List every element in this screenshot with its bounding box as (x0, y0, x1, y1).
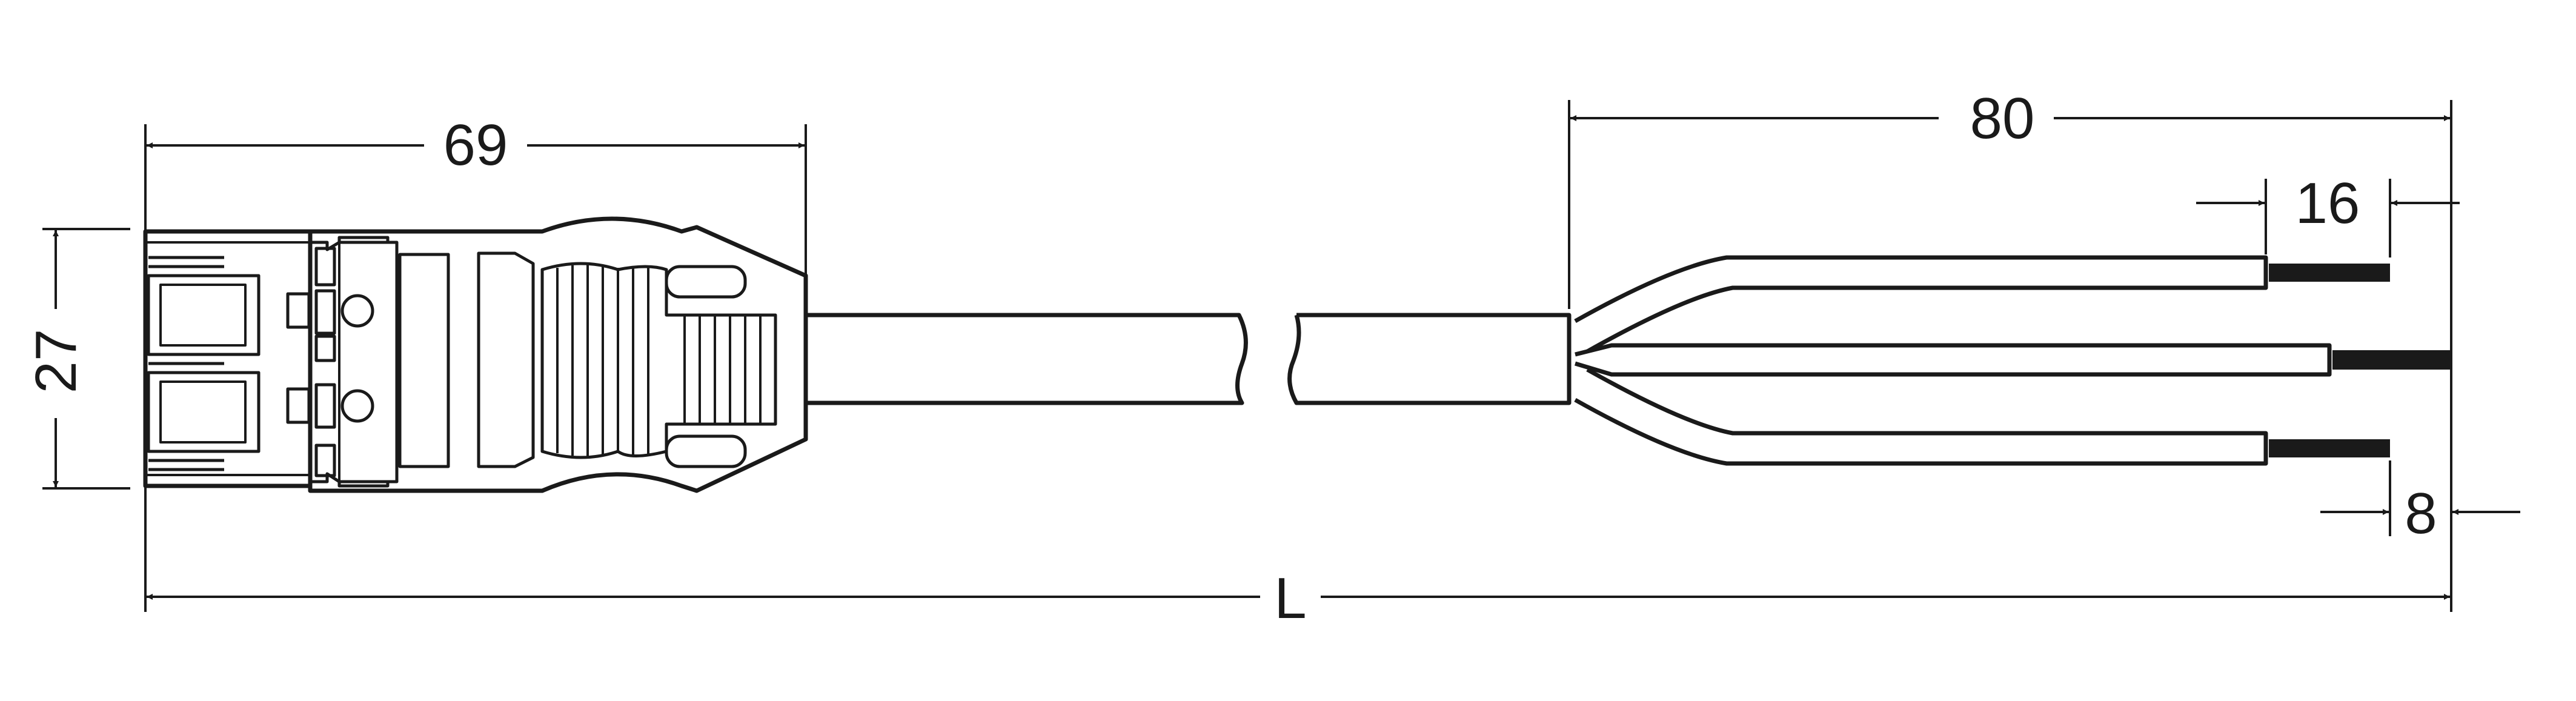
conductors (1574, 255, 2451, 466)
dim-conductor-strip-inner: 8 (2320, 481, 2520, 546)
body-window-1 (398, 253, 450, 468)
top-slot (665, 265, 747, 299)
dim-total-length: L (147, 566, 2450, 631)
dim-housing-height: 27 (24, 230, 88, 487)
conductor-middle-strip (2332, 350, 2451, 370)
housing-outline (308, 216, 808, 493)
body-window-2 (477, 251, 535, 468)
conductor-top (1574, 255, 2268, 354)
grip-area (540, 262, 777, 459)
dim-label-L: L (1274, 566, 1306, 631)
bottom-slot (665, 434, 747, 468)
dim-strip-length: 80 (1570, 86, 2450, 151)
dim-housing-length: 69 (147, 113, 805, 178)
cable-segment-left (806, 313, 1248, 405)
cable (806, 313, 1572, 405)
dim-label-27: 27 (24, 329, 88, 394)
latch-circle-lower (340, 389, 374, 423)
cable-segment-right (1287, 313, 1572, 405)
dim-label-80: 80 (1970, 86, 2035, 151)
contact-pocket-lower (147, 371, 261, 471)
connector-housing (143, 216, 808, 493)
conductor-top-strip (2269, 264, 2390, 282)
conductor-middle (1574, 343, 2332, 377)
conductor-bottom (1574, 367, 2268, 466)
dim-label-8: 8 (2405, 481, 2437, 546)
latch-circle-upper (340, 294, 374, 328)
plug-face (143, 229, 313, 488)
dimension-lines: 69 27 80 16 8 L (24, 86, 2520, 631)
conductor-bottom-strip (2269, 439, 2390, 457)
dim-label-16: 16 (2295, 171, 2360, 236)
dim-label-69: 69 (443, 113, 508, 178)
contact-pocket-upper (147, 256, 261, 365)
grip-ribs (556, 264, 762, 457)
dim-conductor-strip-outer: 16 (2196, 171, 2460, 236)
